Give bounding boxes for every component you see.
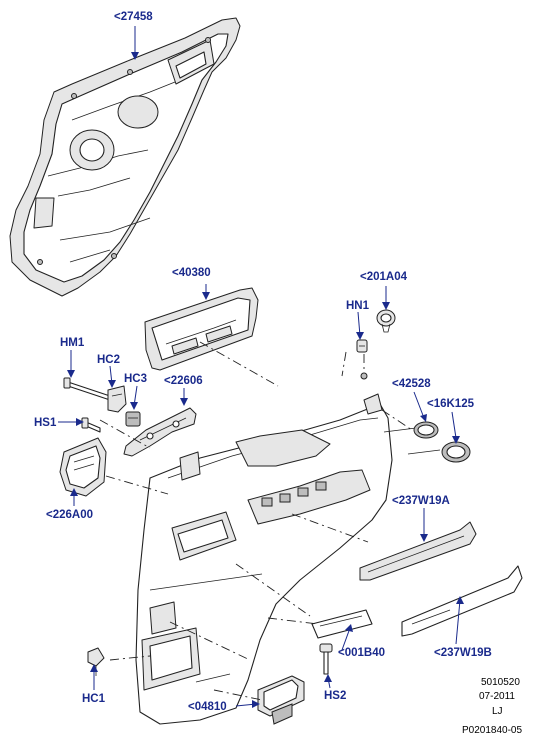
- callout-27458: <27458: [114, 11, 153, 23]
- bracket-hc2: [107, 385, 127, 413]
- callout-leaders: [58, 26, 464, 708]
- clip-hc3: [125, 411, 141, 427]
- screw-hs1: [81, 417, 101, 433]
- door-inner-frame: [9, 17, 241, 297]
- callout-22606: <22606: [164, 375, 203, 387]
- reference-block: 5010520 07-2011 LJ P0201840-05: [462, 677, 522, 736]
- handle-bracket-22606: [123, 407, 197, 457]
- assembly-lines: [99, 341, 413, 701]
- callout-201a04: <201A04: [360, 271, 408, 283]
- callout-hm1: HM1: [60, 337, 85, 349]
- callout-40380: <40380: [172, 267, 211, 279]
- callout-hc2: HC2: [97, 354, 120, 366]
- door-trim-panel: [135, 372, 393, 725]
- reference-code: 5010520: [481, 677, 520, 688]
- callout-hc1: HC1: [82, 693, 106, 705]
- callout-hc3: HC3: [124, 373, 147, 385]
- callout-226a00: <226A00: [46, 509, 93, 521]
- callout-labels: <27458 <40380 <201A04 HN1 HM1 HC2 HC3 <2…: [34, 11, 492, 713]
- callout-hn1: HN1: [346, 300, 370, 312]
- badge-16k125: [407, 441, 471, 463]
- badge-42528: [383, 421, 439, 439]
- callout-16k125: <16K125: [427, 398, 475, 410]
- clip-201a04: [376, 309, 396, 333]
- nameplate-001b40: [311, 609, 373, 639]
- clip-hc1: [87, 647, 105, 676]
- trim-strip-237w19a: [359, 521, 477, 581]
- callout-04810: <04810: [188, 701, 227, 713]
- callout-42528: <42528: [392, 378, 431, 390]
- callout-001b40: <001B40: [338, 647, 385, 659]
- callout-237w19b: <237W19B: [434, 647, 492, 659]
- door-pocket-panel: [144, 287, 259, 371]
- switch-housing-04810: [257, 675, 305, 725]
- callout-237w19a: <237W19A: [392, 495, 450, 507]
- reference-initials: LJ: [492, 706, 503, 717]
- nut-hn1: [356, 339, 368, 353]
- screw-hs2: [319, 643, 333, 675]
- drawing-number: P0201840-05: [462, 725, 522, 736]
- speaker-housing-226a00: [59, 437, 107, 497]
- callout-hs2: HS2: [324, 690, 346, 702]
- screw-hm1: [63, 377, 111, 401]
- callout-hs1: HS1: [34, 417, 57, 429]
- reference-date: 07-2011: [479, 691, 515, 702]
